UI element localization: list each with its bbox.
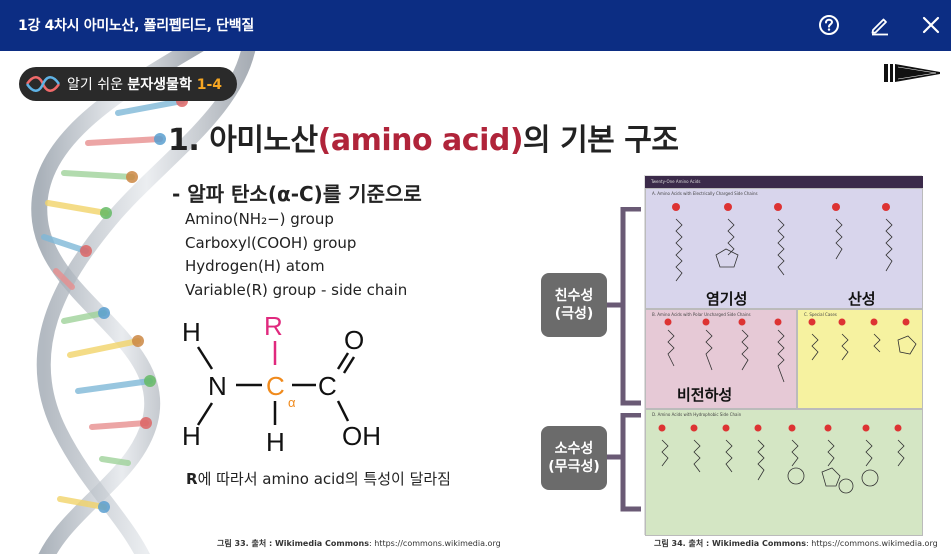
heading-amino-acid: (amino acid) <box>317 123 524 158</box>
struct-alpha-c: C <box>266 371 285 401</box>
course-prefix: 알기 쉬운 <box>67 77 128 93</box>
r-note-text: 에 따라서 amino acid의 특성이 달라짐 <box>197 470 451 488</box>
hydrophobic-label-main: 소수성 <box>554 441 594 457</box>
group-amino: Amino(NH₂−) group <box>185 210 334 228</box>
panel-d-title: D. Amino Acids with Hydrophobic Side Cha… <box>652 412 742 417</box>
figure-caption-left: 그림 33. 출처 : Wikimedia Commons: https://c… <box>217 538 501 549</box>
course-badge: 알기 쉬운 분자생물학 1-4 <box>19 67 237 101</box>
struct-r: R <box>264 313 283 341</box>
struct-h-bottom-left: H <box>182 421 201 451</box>
struct-h-bottom: H <box>266 427 285 457</box>
r-group-note: R에 따라서 amino acid의 특성이 달라짐 <box>186 468 451 489</box>
panel-c-title: C. Special Cases <box>804 312 837 317</box>
hydrophobic-panel: D. Amino Acids with Hydrophobic Side Cha… <box>645 409 923 536</box>
slide-heading: 1. 아미노산(amino acid)의 기본 구조 <box>168 115 679 159</box>
struct-carboxyl-c: C <box>318 371 337 401</box>
pencil-icon <box>871 18 888 36</box>
charged-panel: A. Amino Acids with Electrically Charged… <box>645 188 923 309</box>
course-number: 1-4 <box>196 77 222 93</box>
lecture-slide: 알기 쉬운 분자생물학 1-4 1. 아미노산(amino acid)의 기본 … <box>0 51 951 554</box>
special-molecules <box>808 318 917 361</box>
struct-oh: OH <box>342 421 381 451</box>
polar-uncharged-panel: B. Amino Acids with Polar Uncharged Side… <box>645 309 797 409</box>
amino-acid-structure: H N H R C α H C O OH <box>182 313 381 457</box>
hydrophobic-label: 소수성 (무극성) <box>541 426 607 490</box>
close-button[interactable] <box>917 11 945 39</box>
dna-logo-icon <box>25 76 61 92</box>
hydrophilic-bracket <box>607 207 641 406</box>
edit-button[interactable] <box>866 11 894 39</box>
struct-h-top-left: H <box>182 317 201 347</box>
course-name: 알기 쉬운 분자생물학 1-4 <box>67 74 222 94</box>
charged-molecules <box>672 203 893 282</box>
help-button[interactable] <box>815 11 843 39</box>
heading-part1: 1. 아미노산 <box>168 123 318 158</box>
lesson-title: 1강 4차시 아미노산, 폴리펩티드, 단백질 <box>18 18 254 34</box>
publisher-logo-icon <box>884 64 940 82</box>
close-icon <box>922 16 940 34</box>
polar-molecules <box>664 318 785 383</box>
r-note-bold: R <box>186 470 198 488</box>
struct-n: N <box>208 371 227 401</box>
figure-caption-right: 그림 34. 출처 : Wikimedia Commons: https://c… <box>654 538 938 549</box>
basic-label: 염기성 <box>706 290 748 308</box>
heading-part3: 의 기본 구조 <box>523 123 679 158</box>
hydrophobic-bracket <box>607 413 641 512</box>
hydrophobic-molecules <box>658 424 905 494</box>
acidic-label: 산성 <box>848 290 876 308</box>
amino-acid-chart-image: Twenty-One Amino Acids A. Amino Acids wi… <box>644 175 923 536</box>
group-variable: Variable(R) group - side chain <box>185 280 408 299</box>
functional-group-list: Amino(NH₂−) group Carboxyl(COOH) group H… <box>185 208 407 302</box>
struct-o: O <box>344 325 364 355</box>
caption-left-url: : https://commons.wikimedia.org <box>369 539 501 548</box>
special-cases-panel: C. Special Cases <box>797 309 923 409</box>
uncharged-label: 비전하성 <box>677 386 733 404</box>
course-subject: 분자생물학 <box>127 77 197 93</box>
title-bar: 1강 4차시 아미노산, 폴리펩티드, 단백질 <box>0 0 951 51</box>
hydrophilic-label-main: 친수성 <box>554 288 594 304</box>
panel-b-title: B. Amino Acids with Polar Uncharged Side… <box>652 312 751 317</box>
hydrophobic-label-sub: (무극성) <box>548 459 600 475</box>
caption-right-url: : https://commons.wikimedia.org <box>806 539 938 548</box>
alpha-carbon-subheading: - 알파 탄소(α-C)를 기준으로 <box>172 182 422 206</box>
dna-helix-image <box>31 51 256 554</box>
hydrophilic-label-sub: (극성) <box>554 306 594 322</box>
caption-right-label: 그림 34. 출처 : Wikimedia Commons <box>654 539 806 548</box>
struct-alpha-symbol: α <box>288 395 296 410</box>
hydrophilic-label: 친수성 (극성) <box>541 273 607 337</box>
chart-title: Twenty-One Amino Acids <box>645 176 923 188</box>
group-carboxyl: Carboxyl(COOH) group <box>185 233 357 252</box>
panel-a-title: A. Amino Acids with Electrically Charged… <box>652 191 758 196</box>
group-hydrogen: Hydrogen(H) atom <box>185 257 325 275</box>
help-circle-icon <box>819 15 839 35</box>
caption-left-label: 그림 33. 출처 : Wikimedia Commons <box>217 539 369 548</box>
